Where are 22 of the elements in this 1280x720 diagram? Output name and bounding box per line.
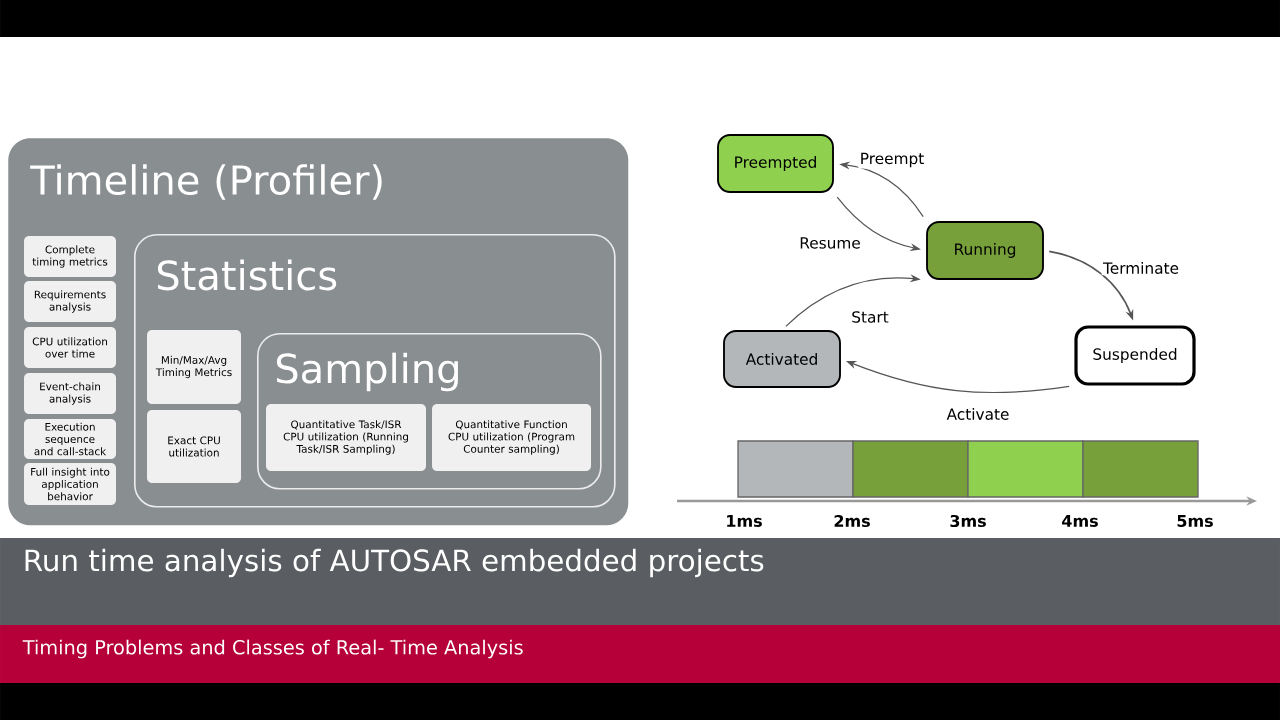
edge-label: Preempt (858, 151, 926, 169)
tick-label: 2ms (834, 514, 870, 528)
state-box: Running (926, 221, 1044, 280)
feature-box: Full insight into application behavior (24, 463, 116, 505)
feature-box: CPU utilization over time (24, 327, 116, 368)
title-band: Run time analysis of AUTOSAR embedded projects (0, 538, 1280, 625)
feature-box: Event-chain analysis (24, 373, 116, 414)
state-box: Preempted (717, 134, 834, 193)
feature-box: Quantitative Task/ISR CPU utilization (Running Task/ISR Sampling) (266, 404, 426, 471)
tick-label: 3ms (950, 514, 986, 528)
feature-box: Requirements analysis (24, 281, 116, 322)
state-box: Activated (723, 330, 841, 388)
feature-box: Min/Max/Avg Timing Metrics (147, 330, 241, 404)
feature-box: Quantitative Function CPU utilization (Program Counter sampling) (432, 404, 591, 471)
tick-label: 5ms (1177, 515, 1213, 527)
state-box: Suspended (1074, 325, 1196, 386)
feature-box: Execution sequence and call-stack (24, 419, 116, 459)
caption-band: Timing Problems and Classes of Real- Time Analysis (0, 625, 1280, 683)
tick-label: 4ms (1062, 515, 1098, 527)
feature-box: Complete timing metrics (24, 236, 116, 277)
feature-box: Exact CPU utilization (147, 410, 241, 483)
tick-label: 1ms (727, 515, 762, 527)
